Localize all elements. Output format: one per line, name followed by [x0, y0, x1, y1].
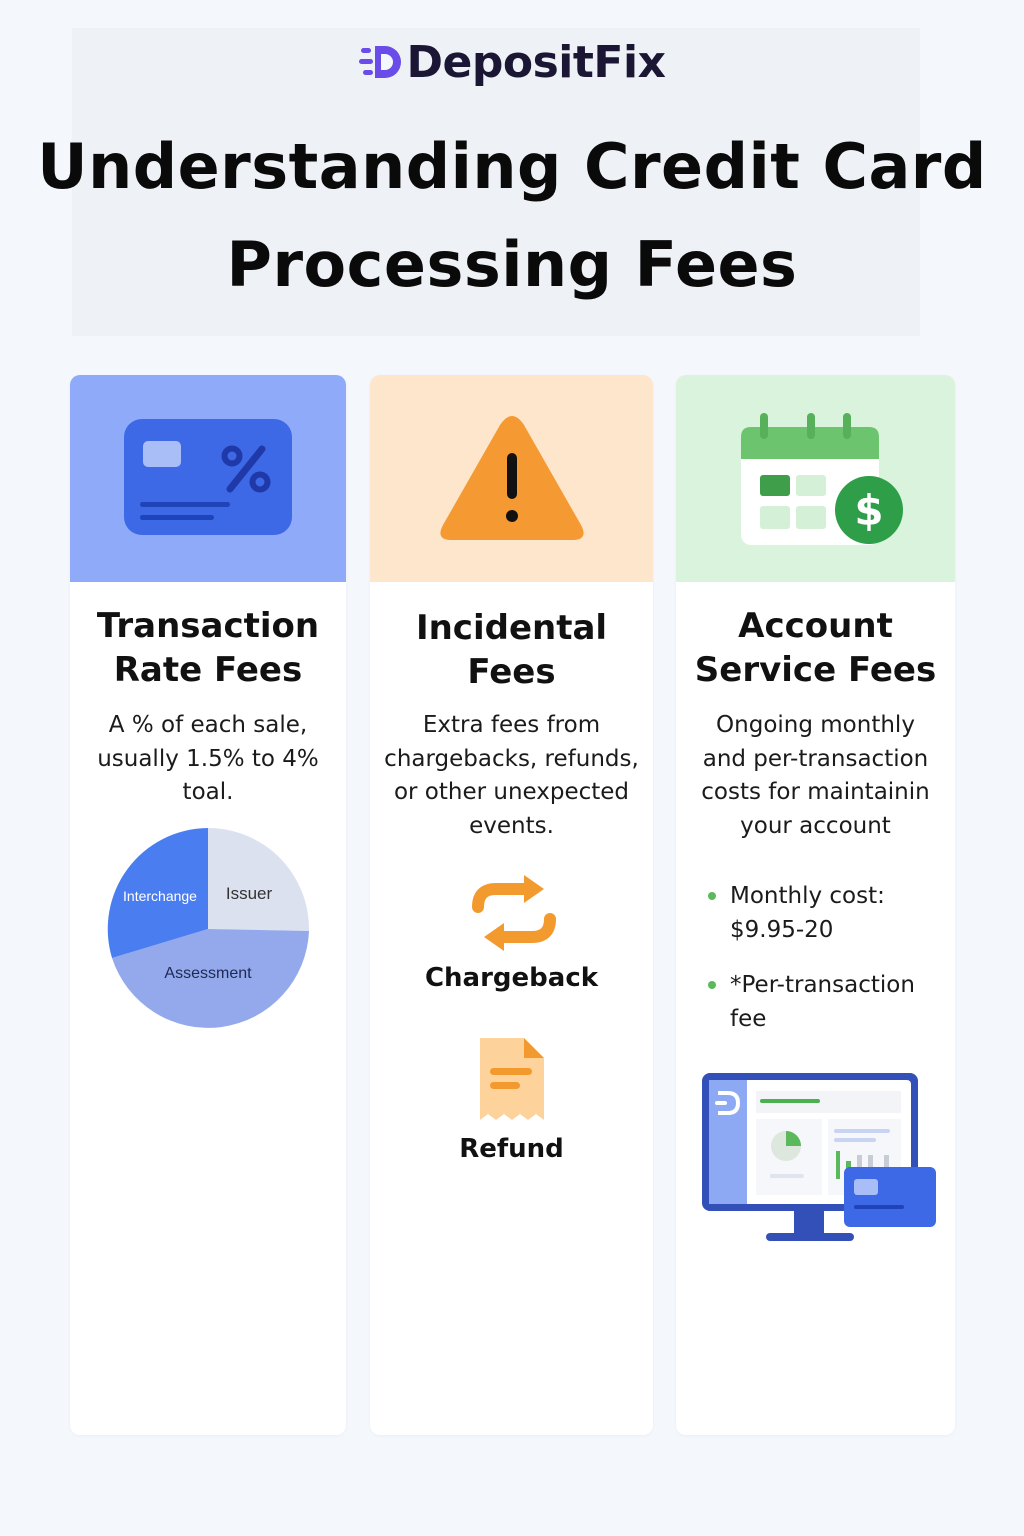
account-title-line-2: Service Fees [694, 650, 937, 690]
chargeback-label: Chargeback [424, 963, 599, 993]
incidental-fees-card: Incidental Fees Extra fees from chargeba… [370, 375, 653, 1435]
pie-label-interchange: Interchange [123, 888, 197, 904]
bullet-monthly-line-2: $9.95-20 [730, 916, 834, 943]
refund-label: Refund [459, 1134, 564, 1164]
incidental-desc-line-3: or other unexpected [393, 779, 630, 805]
transaction-title-line-1: Transaction [96, 606, 320, 646]
pie-slice-interchange [107, 828, 208, 958]
depositfix-logo-icon [358, 46, 401, 78]
incidental-card-header [370, 375, 653, 582]
incidental-desc-line-1: Extra fees from [422, 712, 601, 738]
hero-panel [72, 28, 920, 336]
account-desc-line-3: costs for maintainin [701, 779, 930, 805]
fee-breakdown-pie-chart: Interchange Issuer Assessment [107, 828, 310, 1028]
page-title: Understanding Credit Card Processing Fee… [0, 118, 1024, 314]
bullet-per-transaction-line-1: *Per-transaction [730, 972, 915, 998]
brand-name: DepositFix [406, 36, 666, 88]
incidental-card-title: Incidental Fees [370, 606, 653, 694]
bullet-dot-icon [708, 892, 716, 900]
pie-label-issuer: Issuer [226, 884, 273, 903]
transaction-card-description: A % of each sale, usually 1.5% to 4% toa… [70, 709, 346, 810]
account-desc-line-4: your account [740, 812, 891, 839]
account-desc-line-2: and per-transaction [702, 745, 929, 772]
account-card-header: $ [676, 375, 955, 582]
transaction-title-line-2: Rate Fees [113, 650, 303, 690]
bullet-per-transaction-line-2: fee [730, 1005, 767, 1032]
transaction-desc-line-2: usually 1.5% to 4% toal. [97, 745, 319, 806]
warning-triangle-icon [440, 416, 584, 540]
transaction-card-header [70, 375, 346, 582]
transaction-desc-line-1: A % of each sale, [108, 712, 308, 738]
incidental-title-line-1: Incidental [415, 608, 608, 648]
monitor-dashboard-icon [702, 1073, 936, 1241]
account-desc-line-1: Ongoing monthly [716, 712, 915, 738]
incidental-desc-line-2: chargebacks, refunds, [384, 745, 639, 772]
pie-label-assessment: Assessment [164, 965, 252, 982]
transaction-fees-card: Transaction Rate Fees A % of each sale, … [70, 375, 346, 1435]
bullet-per-transaction: *Per-transaction fee [706, 969, 955, 1036]
transaction-card-title: Transaction Rate Fees [70, 604, 346, 692]
document-icon [480, 1038, 544, 1120]
bullet-dot-icon [708, 981, 716, 989]
page-title-line-1: Understanding Credit Card [37, 130, 987, 203]
account-fee-bullets: Monthly cost: $9.95-20 *Per-transaction … [706, 880, 955, 1058]
bullet-monthly-cost: Monthly cost: $9.95-20 [706, 880, 955, 947]
refresh-arrows-icon [472, 875, 556, 951]
account-fees-card: $ Account Service Fees Ongoing monthly a… [676, 375, 955, 1435]
account-title-line-1: Account [738, 606, 893, 646]
incidental-title-line-2: Fees [467, 652, 556, 692]
svg-text:$: $ [854, 486, 883, 535]
incidental-desc-line-4: events. [469, 812, 554, 839]
bullet-monthly-line-1: Monthly cost: [730, 883, 885, 909]
calendar-dollar-icon: $ [741, 413, 903, 545]
pie-slice-assessment [112, 929, 309, 1028]
incidental-card-description: Extra fees from chargebacks, refunds, or… [370, 709, 653, 843]
page-title-line-2: Processing Fees [226, 228, 798, 301]
credit-card-percent-icon [124, 419, 292, 535]
brand-logo[interactable]: DepositFix [0, 30, 1024, 94]
account-card-description: Ongoing monthly and per-transaction cost… [676, 709, 955, 843]
account-card-title: Account Service Fees [676, 604, 955, 692]
pie-slice-issuer [208, 828, 310, 931]
